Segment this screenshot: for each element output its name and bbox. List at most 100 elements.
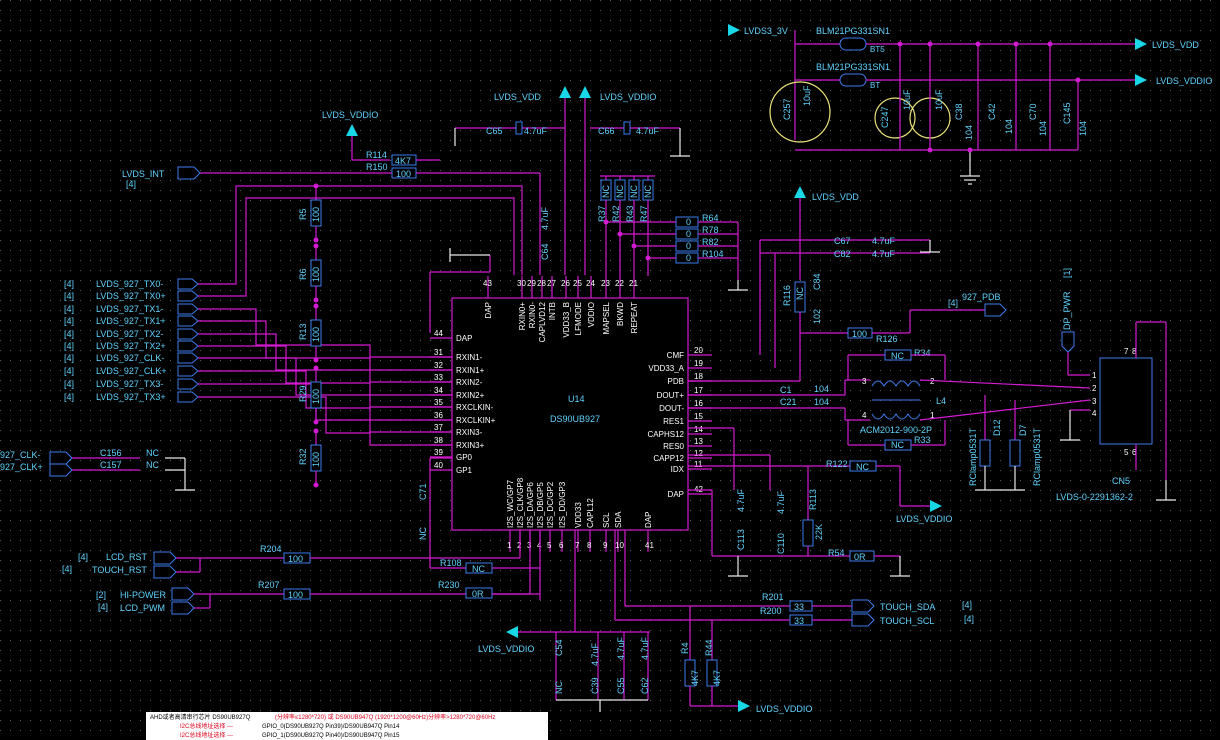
pin-name-right-1: VDD33_A: [648, 364, 684, 373]
pin-num-right-6: 14: [694, 425, 703, 434]
term-resistor-ref-3: R29: [298, 385, 308, 402]
c113-ref: C113: [736, 529, 746, 550]
cn5-part: LVDS-0-2291362-2: [1056, 492, 1133, 502]
r204-ref: R204: [260, 544, 282, 554]
pin-name-bottom-6: VDD33: [574, 502, 583, 528]
pin-name-top-3: CAPLVD12: [538, 301, 547, 342]
nc-resistor-value-3: NC: [643, 185, 653, 198]
d12-body: [979, 439, 991, 467]
term-resistor-ref-0: R5: [298, 208, 308, 220]
pin-name-bottom-10: DAP: [644, 512, 653, 528]
pin-num-right-1: 19: [694, 359, 703, 368]
pin-num-bottom-5: 6: [559, 541, 564, 550]
nc-resistor-value-2: NC: [629, 185, 639, 198]
pin-num-bottom-0: 1: [507, 541, 512, 550]
ic-ref: U14: [568, 394, 585, 404]
c54-ref: C54: [554, 639, 564, 656]
c70-104: 104: [1038, 121, 1048, 136]
note-line2a: I2C总线地址选择 ---: [180, 722, 233, 730]
pin-num-right-8: 12: [694, 449, 703, 458]
term-resistor-value-4: 100: [311, 452, 321, 467]
c82-value: 4.7uF: [872, 249, 896, 259]
c71-ref: C71: [418, 483, 428, 500]
lvds-vddio-left-label: LVDS_VDDIO: [322, 110, 378, 120]
lcd-rst-label: LCD_RST: [106, 552, 148, 562]
c257-value: 10uF: [802, 85, 812, 106]
cn5-pin1: 1: [1092, 371, 1097, 380]
c62-ref: C62: [640, 677, 650, 694]
touch-sda-label: TOUCH_SDA: [880, 602, 935, 612]
lvds-int-sheet: [4]: [126, 179, 136, 189]
pin-num-left-3: 33: [434, 373, 443, 382]
lvds-vddio-idx-arrow: [930, 500, 942, 512]
clk-minus-label: 927_CLK-: [0, 450, 41, 460]
pin-name-right-7: RES0: [663, 442, 684, 451]
note-line3b: GPIO_1(DS90UB927Q Pin40)/DS90UB947Q Pin1…: [262, 733, 400, 739]
c247-ref: C247: [880, 106, 890, 128]
cn5-pin4: 4: [1092, 409, 1097, 418]
pin-name-right-8: CAPP12: [653, 454, 684, 463]
c55-value: 4.7uF: [616, 636, 626, 660]
lcd-pwm-port: [171, 601, 195, 615]
lcd-pwm-sheet: [4]: [98, 602, 108, 612]
r54-ref: R54: [828, 548, 845, 558]
dap-left: [429, 248, 491, 333]
r122-ref: R122: [826, 459, 848, 469]
input-port-5: [177, 340, 199, 352]
r230-value: 0R: [472, 589, 484, 599]
lvds-vddio-left-arrow: [346, 124, 358, 136]
c54-value: NC: [554, 681, 564, 694]
nc-resistor-ref-0: R37: [597, 205, 607, 222]
r116-ref: R116: [782, 285, 792, 306]
c21-value: 104: [814, 397, 829, 407]
term-resistor-ref-2: R13: [298, 323, 308, 340]
cn5-pin2: 2: [1092, 384, 1097, 393]
pin-name-right-3: DOUT+: [657, 391, 685, 400]
note-line2b: GPIO_0(DS90UB927Q Pin39)/DS90UB947Q Pin1…: [262, 724, 400, 730]
note-line3a: I2C总线地址选择 ---: [180, 731, 233, 739]
c67-value: 4.7uF: [872, 236, 896, 246]
input-sheet-2: [4]: [64, 304, 74, 314]
c66-ref: C66: [598, 126, 615, 136]
pin-num-top-2: 29: [527, 279, 536, 288]
pin-num-bottom-9: 10: [615, 541, 624, 550]
l4-pin1: 1: [930, 411, 935, 420]
c38-value: 10uF: [934, 89, 944, 110]
c42-104: 104: [1004, 119, 1014, 134]
pin-num-right-5: 15: [694, 412, 703, 421]
c157-ref: C157: [100, 460, 122, 470]
lcd-pwm-label: LCD_PWM: [120, 603, 165, 613]
input-label-2: LVDS_927_TX1-: [96, 304, 163, 314]
l4-coil-top: [871, 380, 921, 387]
c65-ref: C65: [486, 126, 503, 136]
c67-ref: C67: [834, 236, 851, 246]
zero-resistor-ref-0: R64: [702, 213, 719, 223]
pin-name-left-8: RXIN3+: [456, 441, 485, 450]
c21-ref: C21: [780, 397, 797, 407]
r230-ref: R230: [438, 580, 460, 590]
input-label-8: LVDS_927_TX3-: [96, 379, 163, 389]
d12-ref: D12: [992, 419, 1002, 436]
c39-value: 4.7uF: [590, 642, 600, 666]
r114-value: 4K7: [395, 156, 411, 166]
c38-ref: C38: [954, 103, 964, 120]
d7-part: RClamp0531T: [1032, 427, 1042, 486]
lvds-vddio-idx-label: LVDS_VDDIO: [896, 514, 952, 524]
c156-ref: C156: [100, 448, 122, 458]
touch-sda-sheet: [4]: [962, 600, 972, 610]
input-sheet-7: [4]: [64, 366, 74, 376]
r207-ref: R207: [258, 580, 280, 590]
input-port-2: [177, 303, 199, 315]
zero-resistor-ref-2: R82: [702, 237, 719, 247]
pin-name-top-2: RXIN0-: [528, 302, 537, 329]
pin-num-right-2: 18: [694, 372, 703, 381]
input-label-9: LVDS_927_TX3+: [96, 392, 166, 402]
pin-name-right-4: DOUT-: [659, 404, 684, 413]
pin-name-bottom-2: I2S_DA/GP6: [526, 482, 535, 528]
input-sheet-0: [4]: [64, 279, 74, 289]
bottom-caps: LVDS_VDDIO C54 NC 4.7uF C39 4.7uF C55 4.…: [478, 530, 650, 712]
ferrite-2-part: BLM21PG331SN1: [816, 62, 890, 72]
r114-ref: R114: [366, 150, 387, 160]
